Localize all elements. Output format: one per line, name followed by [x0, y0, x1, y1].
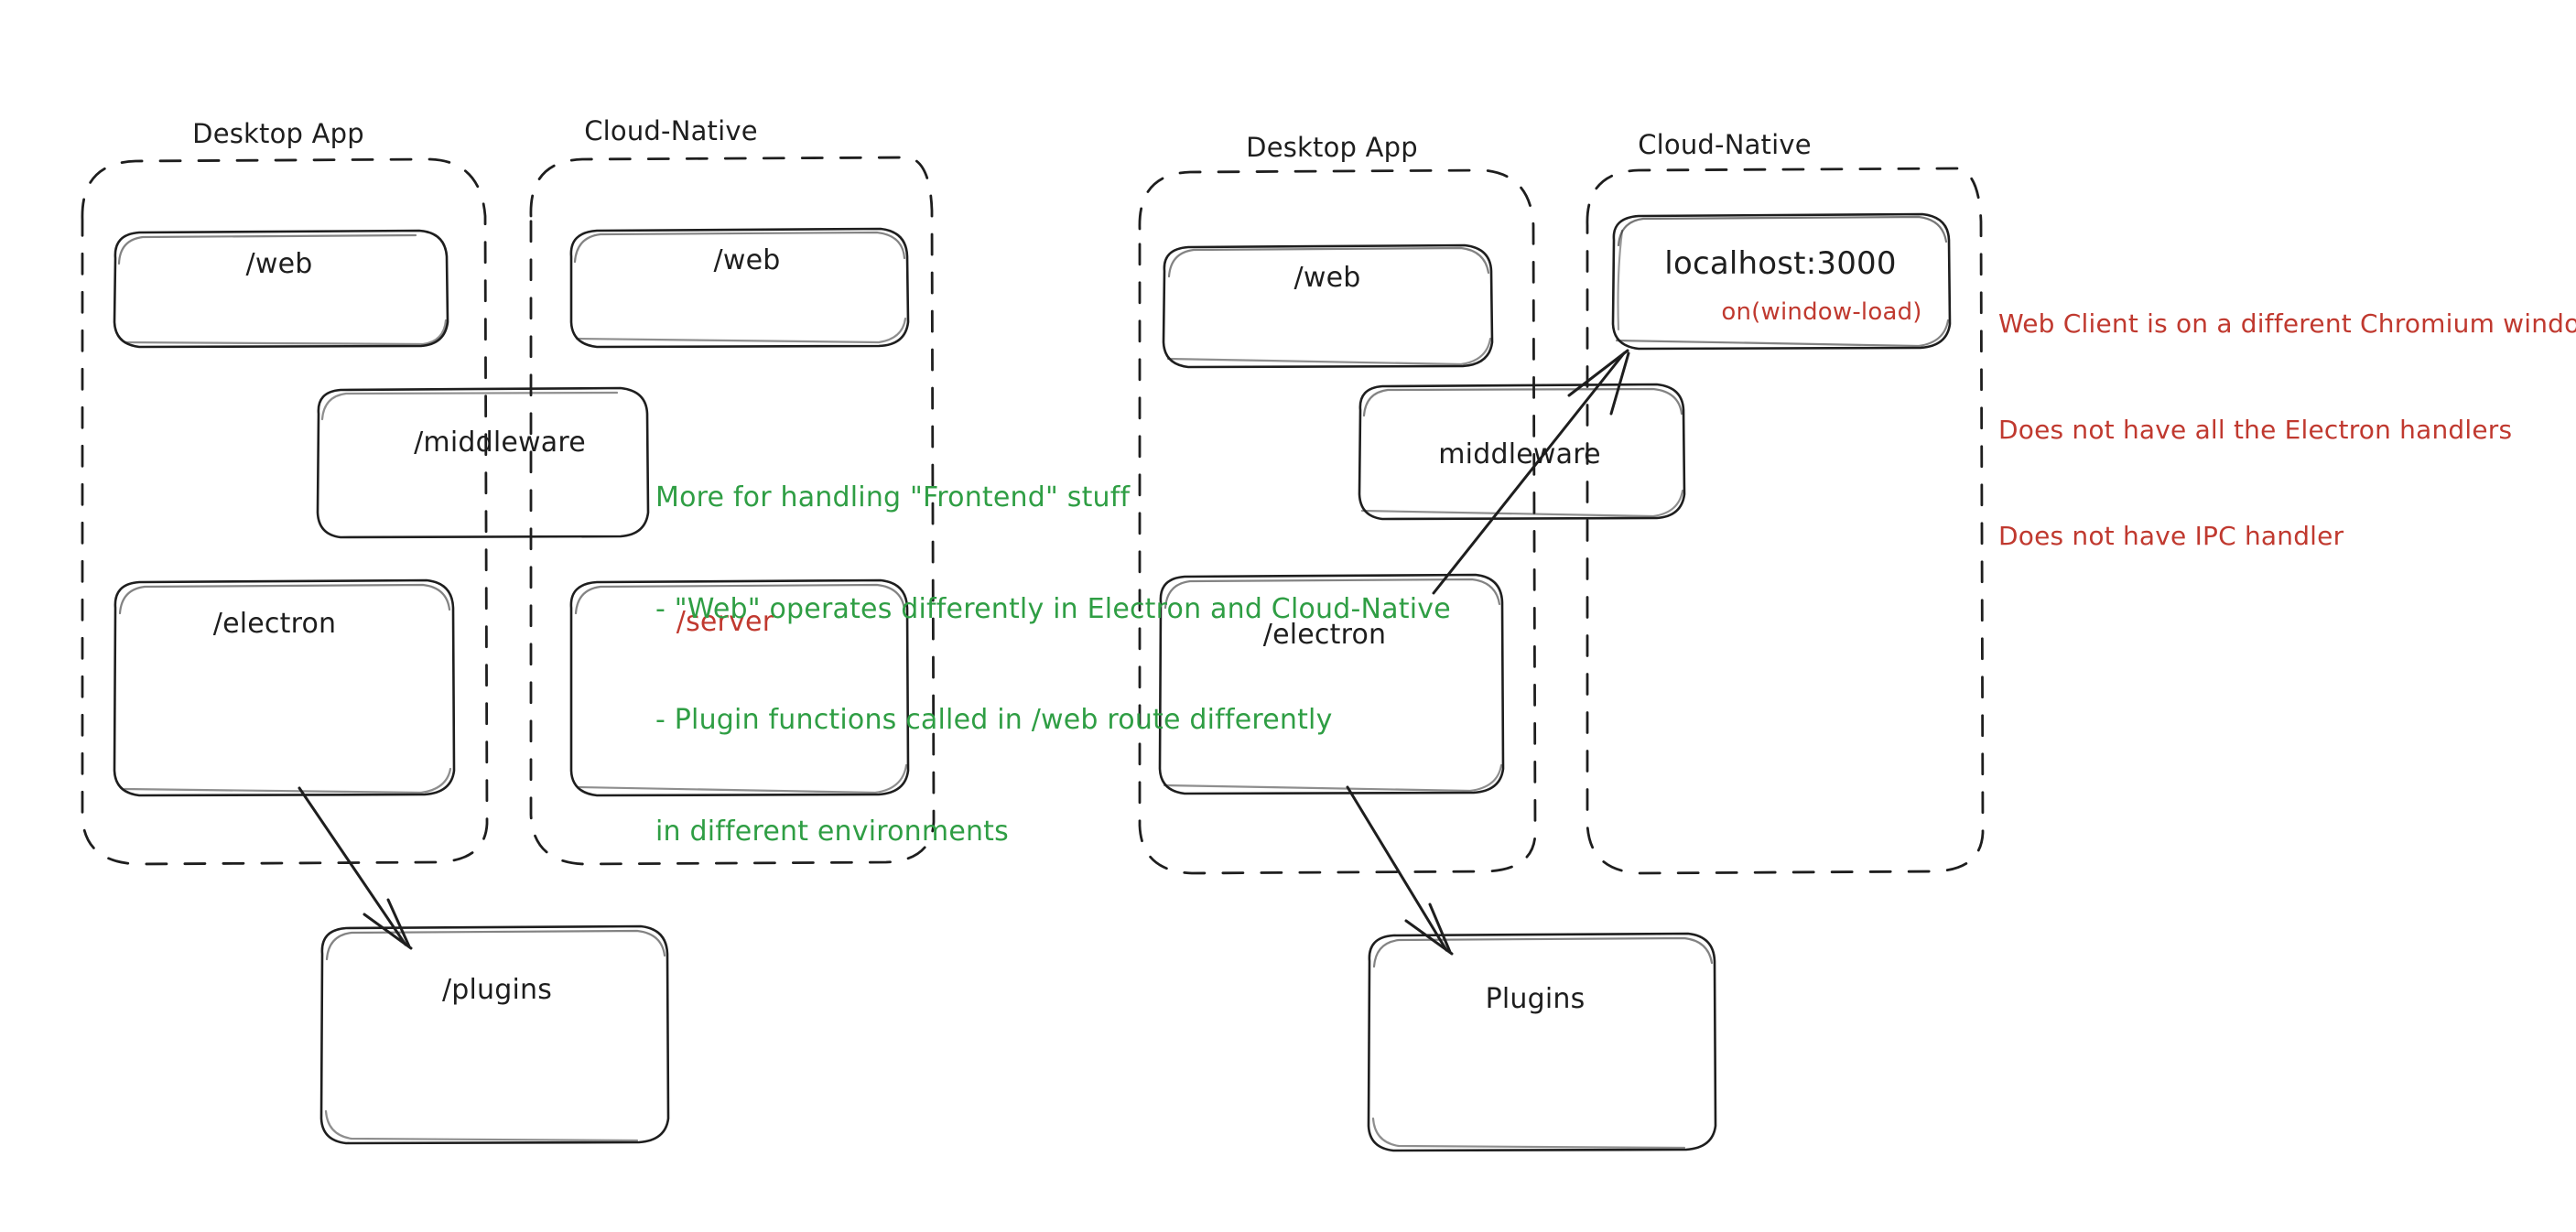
node-label-server-left: /server [676, 606, 774, 638]
node-label-electron-left: /electron [212, 608, 337, 640]
node-shape-electron-right [1158, 573, 1505, 795]
node-label-electron-right: /electron [1262, 619, 1387, 651]
node-shape-electron-left [113, 578, 456, 797]
node-shape-server-left [569, 578, 910, 797]
node-shape-web-cloud-left [569, 227, 910, 349]
node-label-middleware-right: middleware [1438, 438, 1601, 470]
group-title-desktop-app-left: Desktop App [192, 118, 364, 149]
annotation-red-note: Web Client is on a different Chromium wi… [1998, 236, 2576, 625]
node-label-web-cloud-left: /web [713, 244, 781, 276]
node-label-plugins-left: /plugins [441, 974, 553, 1006]
node-shape-plugins-right [1367, 932, 1717, 1152]
node-label-plugins-right: Plugins [1485, 983, 1586, 1015]
annotation-red-line-2: Does not have all the Electron handlers [1998, 415, 2513, 446]
group-title-cloud-native-right: Cloud-Native [1638, 129, 1812, 160]
group-container-cloud-native-right [1586, 167, 1985, 875]
node-label-web-desktop-left: /web [245, 248, 313, 280]
node-label-web-desktop-right: /web [1293, 262, 1361, 294]
group-container-desktop-app-left [81, 157, 489, 866]
annotation-green-line-1: More for handling "Frontend" stuff [655, 481, 1131, 513]
annotation-red-line-3: Does not have IPC handler [1998, 521, 2344, 551]
annotation-green-note: More for handling "Frontend" stuff - "We… [655, 405, 1451, 924]
node-label-localhost-right: localhost:3000 [1664, 245, 1897, 282]
annotation-green-line-4: in different environments [655, 815, 1009, 848]
node-shape-middleware-left [316, 386, 650, 539]
annotation-green-line-3: - Plugin functions called in /web route … [655, 704, 1333, 736]
arrow-electron-to-plugins-left [298, 786, 413, 950]
node-shape-plugins-left [319, 924, 670, 1145]
node-label-middleware-left: /middleware [414, 427, 586, 459]
annotation-red-line-1: Web Client is on a different Chromium wi… [1998, 308, 2576, 340]
group-container-cloud-native-left [529, 156, 936, 866]
node-shape-web-desktop-right [1162, 243, 1494, 369]
node-sublabel-on-window-load: on(window-load) [1721, 298, 1922, 326]
group-title-cloud-native-left: Cloud-Native [584, 115, 758, 146]
arrow-electron-to-plugins-right [1346, 785, 1454, 956]
arrow-electron-to-localhost-right [1432, 349, 1630, 595]
node-shape-localhost-right [1611, 212, 1952, 351]
group-container-desktop-app-right [1138, 168, 1537, 875]
group-title-desktop-app-right: Desktop App [1246, 132, 1418, 163]
node-shape-middleware-right [1358, 383, 1686, 521]
node-shape-web-desktop-left [113, 229, 449, 349]
annotation-green-line-2: - "Web" operates differently in Electron… [655, 592, 1451, 625]
